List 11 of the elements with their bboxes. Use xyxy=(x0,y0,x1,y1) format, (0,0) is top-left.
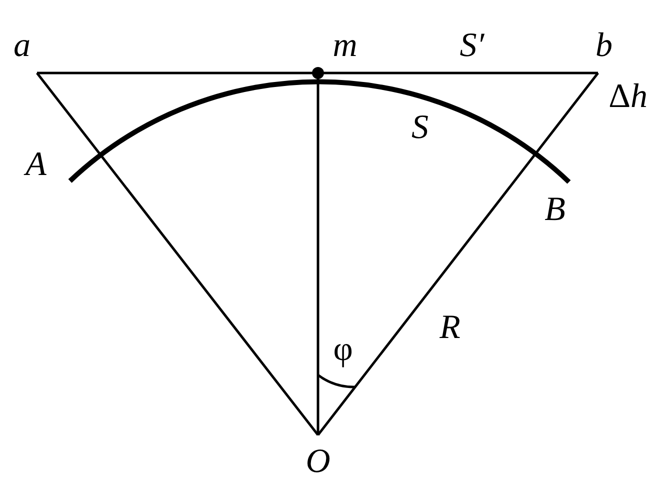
height-label: Δh xyxy=(608,80,648,114)
arc-label: S xyxy=(412,111,428,145)
point-label: b xyxy=(596,29,612,63)
point-label: B xyxy=(544,193,566,227)
point-label: A xyxy=(26,148,46,182)
angle-label: φ xyxy=(333,333,353,367)
segment-label: S′ xyxy=(460,29,484,63)
point-label: O xyxy=(306,445,330,479)
point-label: a xyxy=(14,29,30,63)
point-label: m xyxy=(332,29,358,63)
radius-label: R xyxy=(440,311,460,345)
